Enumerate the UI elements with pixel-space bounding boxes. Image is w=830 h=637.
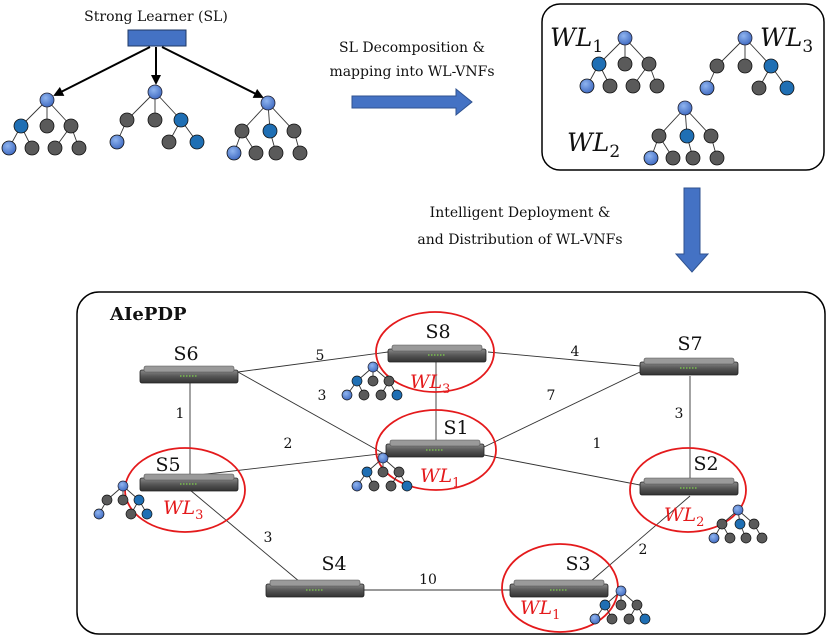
network-box: AIePDP 5 4 3 7 1 2 1 3 3 2: [76, 291, 826, 635]
network-container: [76, 291, 826, 635]
link-s1-s7: [483, 371, 641, 448]
switch-s4-label: S4: [321, 553, 346, 575]
link-weights: 5 4 3 7 1 2 1 3 3 2 10: [176, 344, 684, 588]
deployment-label-s8: WL3: [410, 371, 450, 397]
deployment-ring-s2: [629, 447, 747, 533]
link-s5-s4: [189, 489, 301, 583]
decomposition-step: SL Decomposition & mapping into WL-VNFs: [329, 40, 495, 117]
switch-s6-icon: [139, 365, 239, 384]
deployment-s1: WL1: [351, 409, 497, 492]
switch-s6: S6: [139, 343, 239, 384]
network-title: AIePDP: [109, 304, 187, 325]
decomposition-text-line1: SL Decomposition &: [339, 40, 485, 56]
switch-s2-icon: [639, 477, 739, 496]
switch-s4: S4: [265, 553, 365, 598]
weight-s1-s7: 7: [547, 388, 556, 404]
deployment-s3: WL1: [501, 543, 651, 633]
strong-learner-label: Strong Learner (SL): [84, 9, 228, 25]
weight-s6-s8: 5: [316, 348, 325, 364]
switch-s3-label: S3: [565, 553, 590, 575]
weight-s7-s2: 3: [675, 406, 684, 422]
strong-learner-group: Strong Learner (SL): [1, 9, 308, 161]
switch-s6-label: S6: [173, 343, 198, 365]
switch-s1-icon: [385, 439, 485, 458]
decomposition-text-line2: mapping into WL-VNFs: [329, 64, 494, 80]
switch-s2: S2: [639, 453, 739, 496]
link-s8-s7: [487, 351, 641, 367]
weight-s5-s4: 3: [264, 530, 273, 546]
switch-s5-icon: [139, 473, 239, 492]
deployment-s5: WL3: [93, 447, 246, 533]
deployment-label-s2: WL2: [664, 504, 704, 530]
weight-s6-s1: 3: [318, 388, 327, 404]
deployment-s2: WL2: [629, 447, 768, 544]
switch-s4-icon: [265, 579, 365, 598]
deployment-label-s1: WL1: [420, 465, 460, 491]
switch-s7: S7: [639, 333, 739, 376]
switch-s8: S8: [387, 321, 487, 363]
weight-s2-s3: 2: [639, 542, 648, 558]
weight-s6-s5: 1: [176, 406, 185, 422]
weak-learners-box: WL1 WL3 WL2: [541, 3, 825, 171]
sl-arrow-right: [161, 46, 264, 98]
deployment-text-line2: and Distribution of WL-VNFs: [417, 232, 622, 248]
weight-s4-s3: 10: [419, 572, 437, 588]
deployment-arrow: [674, 187, 710, 273]
link-s6-s1: [237, 371, 389, 457]
deployment-label-s3: WL1: [520, 597, 560, 623]
switch-s7-icon: [639, 357, 739, 376]
deployment-step: Intelligent Deployment & and Distributio…: [417, 187, 710, 273]
weight-s1-s2: 1: [593, 436, 602, 452]
weight-s5-s1: 2: [284, 436, 293, 452]
switch-s5-label: S5: [155, 454, 180, 476]
sl-tree-2: [109, 84, 205, 150]
strong-learner-box: [127, 29, 187, 47]
weak-learners-container: [541, 3, 825, 171]
wl1-label: WL1: [550, 23, 603, 57]
switch-s3: S3: [509, 553, 609, 598]
deployment-label-s5: WL3: [163, 497, 203, 523]
wl3-label: WL3: [760, 23, 813, 57]
switch-s8-icon: [387, 344, 487, 363]
weight-s8-s7: 4: [571, 344, 580, 360]
switch-s7-label: S7: [677, 333, 702, 355]
deployment-ring-s8: [375, 311, 495, 393]
switch-s8-label: S8: [425, 321, 450, 343]
switch-s2-label: S2: [693, 453, 718, 475]
deployment-s8: WL3: [341, 311, 495, 401]
switch-s1-label: S1: [443, 417, 468, 439]
switch-s3-icon: [509, 579, 609, 598]
switch-s1: S1: [385, 417, 485, 458]
link-s6-s8: [237, 351, 389, 373]
sl-tree-1: [1, 92, 87, 156]
deployment-ring-s1: [375, 409, 497, 491]
sl-tree-3: [226, 95, 308, 161]
deployment-text-line1: Intelligent Deployment &: [430, 205, 611, 221]
network-links: [189, 351, 691, 591]
link-s5-s1: [189, 452, 389, 477]
sl-arrow-left: [53, 46, 151, 96]
link-s1-s2: [483, 454, 641, 486]
switch-s5: S5: [139, 454, 239, 492]
link-s2-s3: [589, 495, 691, 583]
wl2-label: WL2: [567, 128, 620, 162]
decomposition-arrow: [351, 87, 473, 117]
